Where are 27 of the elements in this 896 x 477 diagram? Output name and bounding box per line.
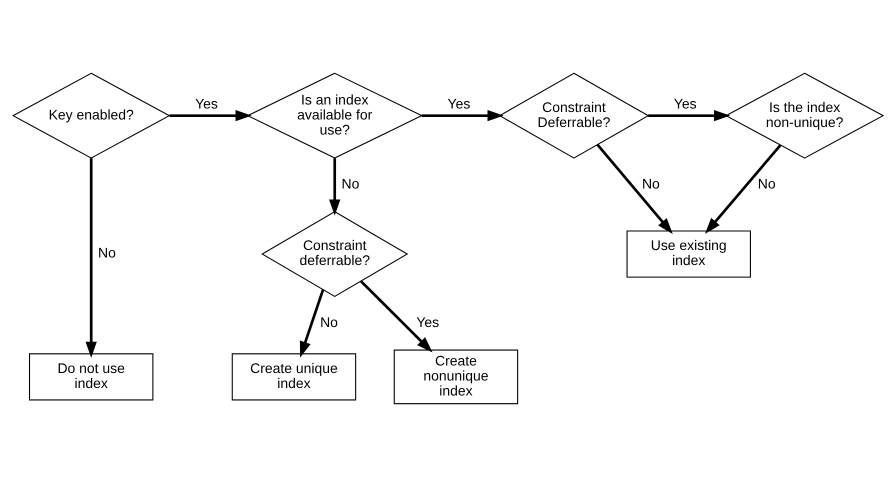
arrow	[170, 110, 252, 122]
edge-label: No	[642, 176, 660, 192]
arrow	[705, 144, 782, 234]
node-box: Create unique index	[232, 353, 356, 400]
arrow	[422, 110, 504, 122]
edge-label: No	[342, 176, 360, 192]
arrow	[648, 110, 730, 122]
arrow	[596, 144, 673, 234]
edge-label: No	[98, 244, 116, 261]
node-diamond: Is an index available for use?	[246, 72, 423, 159]
edge-label: No	[320, 314, 338, 330]
node-diamond: Is the index non-unique?	[724, 72, 884, 159]
node-diamond: Constraint Deferrable?	[498, 72, 650, 159]
node-box: Create nonunique index	[394, 350, 518, 404]
arrow	[300, 289, 324, 358]
node-diamond: Constraint deferrable?	[261, 211, 408, 298]
edge-label: No	[758, 176, 776, 192]
edge-label: Yes	[448, 96, 470, 112]
arrow	[329, 158, 340, 216]
edge-label: Yes	[195, 96, 218, 112]
arrow	[360, 280, 433, 353]
edge-label: Yes	[674, 96, 697, 112]
arrow	[86, 158, 97, 358]
node-box: Use existing index	[626, 230, 751, 278]
node-box: Do not use index	[28, 353, 154, 400]
edge-label: Yes	[416, 314, 440, 330]
node-diamond: Key enabled?	[12, 72, 170, 159]
